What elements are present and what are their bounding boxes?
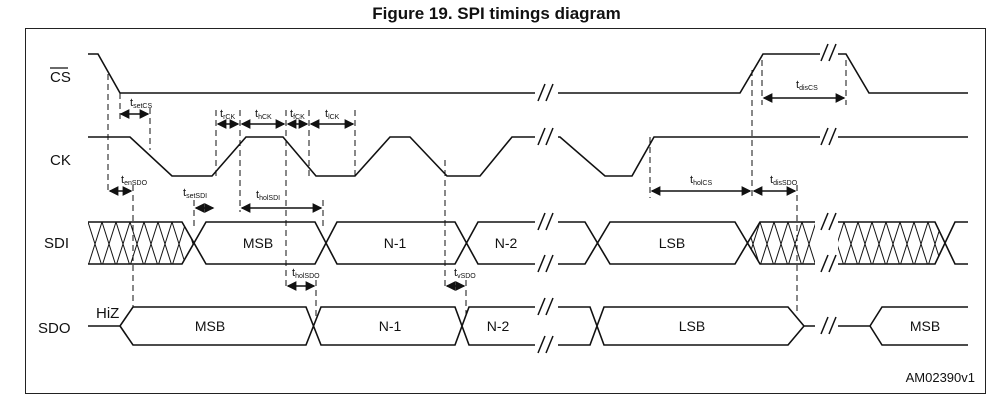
- timing-arrows: [108, 93, 846, 291]
- t-hck-label: thCK: [255, 108, 272, 121]
- sdo-cell-lsb: LSB: [679, 318, 705, 334]
- sdo-signal-label: SDO: [38, 320, 71, 337]
- sdi-break-mark: [545, 254, 554, 273]
- cs-signal-label: CS: [50, 69, 71, 86]
- sdi-break-mark: [820, 254, 829, 273]
- cs-waveform: [88, 53, 968, 94]
- t-vsdo-label: tvSDO: [454, 267, 476, 280]
- sdo-break-mark: [820, 316, 829, 335]
- sdo-break-mark: [545, 335, 554, 354]
- hiz-label: HiZ: [96, 305, 119, 322]
- sdi-break-mark: [820, 212, 829, 231]
- sdi-cell-lsb: LSB: [659, 235, 685, 251]
- t-holcs-label: tholCS: [690, 174, 712, 187]
- sdo-break-mark: [537, 335, 546, 354]
- t-discs-label: tdisCS: [796, 79, 818, 92]
- sdi-break-mark: [545, 212, 554, 231]
- sdo-break-mark: [545, 297, 554, 316]
- ck-waveform: [88, 136, 968, 177]
- ck-break-mark: [537, 127, 546, 146]
- t-lck-label: tlCK: [325, 108, 340, 121]
- diagram-frame: [25, 28, 986, 394]
- sdo-break-mark: [828, 316, 837, 335]
- figure-title: Figure 19. SPI timings diagram: [372, 4, 621, 23]
- sdi-break-mark: [537, 254, 546, 273]
- cs-break-mark: [545, 83, 554, 102]
- document-id: AM02390v1: [906, 370, 975, 385]
- reference-lines: [107, 60, 847, 320]
- sdi-cell-n-1: N-1: [384, 235, 407, 251]
- sdi-break-mark: [537, 212, 546, 231]
- t-rck-label: trCK: [220, 108, 235, 121]
- cs-break-mark: [537, 83, 546, 102]
- ck-break-mark: [545, 127, 554, 146]
- sdi-waveform: [88, 221, 968, 265]
- ck-break-mark: [828, 127, 837, 146]
- sdi-dont-care-hatch: [748, 222, 815, 264]
- t-ensdo-label: tenSDO: [121, 174, 148, 187]
- sdi-break-mark: [828, 254, 837, 273]
- sdo-waveform: [88, 306, 968, 346]
- t-dissdo-label: tdisSDO: [770, 174, 798, 187]
- sdi-signal-label: SDI: [44, 235, 69, 252]
- cs-break-mark: [820, 43, 829, 62]
- cs-break-mark: [828, 43, 837, 62]
- sdo-cell-n-1: N-1: [379, 318, 402, 334]
- sdo-cell-n-2: N-2: [487, 318, 510, 334]
- sdo-cell-msb-next: MSB: [910, 318, 940, 334]
- t-holsdo-label: tholSDO: [292, 267, 320, 280]
- t-setsdi-label: tsetSDI: [183, 187, 207, 200]
- sdi-break-mark: [828, 212, 837, 231]
- sdi-dont-care-hatch: [838, 222, 947, 264]
- sdi-cell-n-2: N-2: [495, 235, 518, 251]
- sdo-break-mark: [537, 297, 546, 316]
- t-holsdi-label: tholSDI: [256, 189, 280, 202]
- sdo-cell-msb: MSB: [195, 318, 225, 334]
- ck-signal-label: CK: [50, 152, 71, 169]
- t-fck-label: tfCK: [290, 108, 305, 121]
- t-setcs-label: tsetCS: [130, 97, 152, 110]
- sdi-dont-care-hatch: [88, 222, 194, 264]
- ck-break-mark: [820, 127, 829, 146]
- sdi-cell-msb: MSB: [243, 235, 273, 251]
